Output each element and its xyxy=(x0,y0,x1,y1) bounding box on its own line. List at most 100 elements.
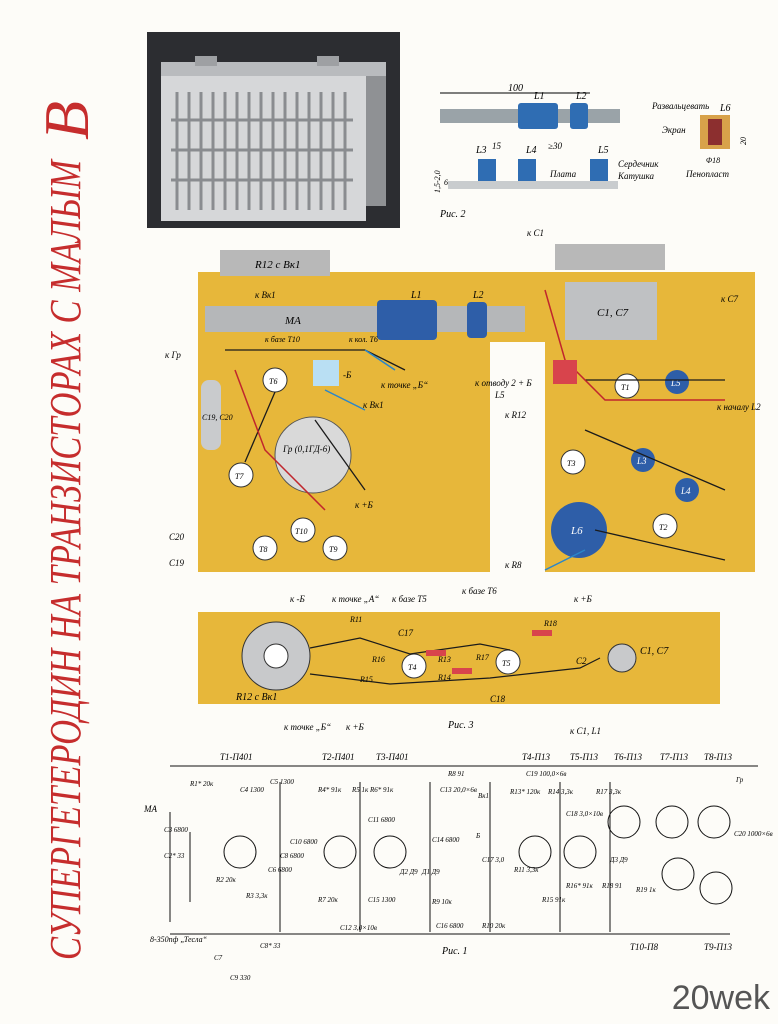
figure-2-coils: 100 L1 L2 15 ≥30 L3 L4 L5 1,5-2,0 6 Серд… xyxy=(433,83,748,220)
f1-c17: C17 3,0 xyxy=(482,856,505,864)
title-text: СУПЕРГЕТЕРОДИН НА ТРАНЗИСТОРАХ С МАЛЫМ xyxy=(41,158,90,960)
coil-l3 xyxy=(478,159,496,181)
fig2-dim-20: 20 xyxy=(739,137,748,145)
b1-t2: Т2 xyxy=(659,523,667,532)
b2-lead-point-a: к точке „А“ xyxy=(332,594,379,604)
f1-c8: C8 6800 xyxy=(280,852,304,860)
fig2-l5-label: L5 xyxy=(597,145,609,156)
f1-t1: Т1-П401 xyxy=(220,752,253,762)
b1-lead-l5: L5 xyxy=(494,390,505,400)
f1-ma: MA xyxy=(143,804,157,814)
b1-lead-start-l2: к началу L2 xyxy=(717,402,761,412)
vertical-title: СУПЕРГЕТЕРОДИН НА ТРАНЗИСТОРАХ С МАЛЫМ В xyxy=(31,101,102,960)
f1-t3: Т3-П401 xyxy=(376,752,409,762)
f1-r2: R2 20к xyxy=(215,876,237,884)
b1-l5-label: L5 xyxy=(670,378,681,388)
b2-t5: Т5 xyxy=(502,659,510,668)
f1-tesla: 8-350пф „Тесла“ xyxy=(150,935,208,944)
b1-lead-tap2: к отводу 2 + Б xyxy=(475,378,532,388)
f1-c5: C5 1300 xyxy=(270,778,294,786)
coil-l5 xyxy=(590,159,608,181)
fig2-core-label: Сердечник xyxy=(618,159,659,169)
b1-capacitor-c1c7 xyxy=(565,282,657,340)
b1-t3: Т3 xyxy=(567,459,575,468)
f1-t5: Т5-П13 xyxy=(570,752,599,762)
b2-c18: C18 xyxy=(490,694,506,704)
coil-l1 xyxy=(518,103,558,129)
switch-r12 xyxy=(220,250,330,276)
f1-t9: Т9-П13 xyxy=(704,942,733,952)
f1-c4: C4 1300 xyxy=(240,786,264,794)
watermark: 20wek xyxy=(671,979,770,1017)
f1-c3: C3 6800 xyxy=(164,826,188,834)
b1-lead-r8: к R8 xyxy=(505,560,522,570)
coil-l2 xyxy=(570,103,588,129)
fig2-flare-label: Развальцевать xyxy=(651,101,709,111)
f1-c7: C7 xyxy=(214,954,223,962)
f1-r6: R6* 91к xyxy=(369,786,394,794)
b1-lead-vk1-top: к Вк1 xyxy=(255,290,276,300)
fig2-coil-label: Катушка xyxy=(617,171,655,181)
f1-c16: C16 6800 xyxy=(436,922,464,930)
b2-r12-label: R12 с Вк1 xyxy=(235,692,277,703)
b1-capacitor-c19c20 xyxy=(201,380,221,450)
b1-coil-l6 xyxy=(551,502,607,558)
f1-r15: R15 91к xyxy=(541,896,566,904)
b2-lead-plus-b: к +Б xyxy=(346,722,365,732)
fig2-board-label: Плата xyxy=(549,169,577,179)
fig2-l2-label: L2 xyxy=(575,91,587,102)
f1-r8: R8 91 xyxy=(447,770,465,778)
b2-t4: Т4 xyxy=(408,663,416,672)
b1-lead-plus-b: к +Б xyxy=(355,500,374,510)
f1-battery: Б xyxy=(475,832,480,840)
f1-r7: R7 20к xyxy=(317,896,339,904)
f1-c10: C10 6800 xyxy=(290,838,318,846)
b1-r12-label: R12 с Вк1 xyxy=(254,259,300,271)
b2-lead-base-t6: к базе Т6 xyxy=(462,586,497,596)
f1-r18: R18 91 xyxy=(601,882,622,890)
fig2-dim-18: Φ18 xyxy=(706,156,720,165)
f1-t7: Т7-П13 xyxy=(660,752,689,762)
f1-t10: Т10-П8 xyxy=(630,942,659,952)
f1-vk1: Вк1 xyxy=(478,792,489,800)
b1-t8: Т8 xyxy=(259,545,267,554)
b2-r14: R14 xyxy=(437,673,451,682)
f1-t8: Т8-П13 xyxy=(704,752,733,762)
fig2-l4-label: L4 xyxy=(525,145,537,156)
f1-c19: C19 100,0×6в xyxy=(526,770,566,778)
fig2-dim-30: ≥30 xyxy=(548,141,562,151)
b2-c17: C17 xyxy=(398,628,414,638)
title-letter: В xyxy=(31,101,102,140)
fig2-dim-6: 6 xyxy=(444,178,448,187)
b1-t1: Т1 xyxy=(621,383,629,392)
fig2-board xyxy=(448,181,618,189)
b1-lead-c1: к C1 xyxy=(527,228,544,238)
f1-c2: C2* 33 xyxy=(164,852,185,860)
f1-c20: C20 1000×6в xyxy=(734,830,773,838)
b2-r11: R11 xyxy=(349,615,362,624)
f1-r3: R3 3,3к xyxy=(245,892,268,900)
b1-lead-point-b: к точке „Б“ xyxy=(381,380,428,390)
fig2-screen-label: Экран xyxy=(662,125,686,135)
b1-l6-label: L6 xyxy=(570,525,583,537)
b1-l1-label: L1 xyxy=(410,290,422,301)
b2-c1c7-label: C1, C7 xyxy=(640,646,669,657)
f1-r17: R17 3,3к xyxy=(595,788,622,796)
fig2-dim-15: 15 xyxy=(492,141,502,151)
pcb-main-board: R12 с Вк1 MA L1 L2 C1, C7 C19, C20 Гр (0… xyxy=(165,228,761,572)
b2-r16: R16 xyxy=(371,655,385,664)
f1-r1: R1* 20к xyxy=(189,780,214,788)
f1-c8star: C8* 33 xyxy=(260,942,281,950)
b1-ma-label: MA xyxy=(284,315,301,327)
f1-c13: C13 20,0×6в xyxy=(440,786,477,794)
f1-c18: C18 3,0×10в xyxy=(566,810,603,818)
b1-lead-col-t6: к кол. Т6 xyxy=(349,335,378,344)
f1-t2: Т2-П401 xyxy=(322,752,355,762)
f1-c9: C9 330 xyxy=(230,974,251,982)
f1-speaker: Гр xyxy=(735,776,744,784)
f1-c15: C15 1300 xyxy=(368,896,396,904)
fig2-l1-label: L1 xyxy=(533,91,545,102)
b1-speaker xyxy=(274,416,352,494)
b1-lead-vk1: к Вк1 xyxy=(363,400,384,410)
b1-coil-l2 xyxy=(467,302,487,338)
